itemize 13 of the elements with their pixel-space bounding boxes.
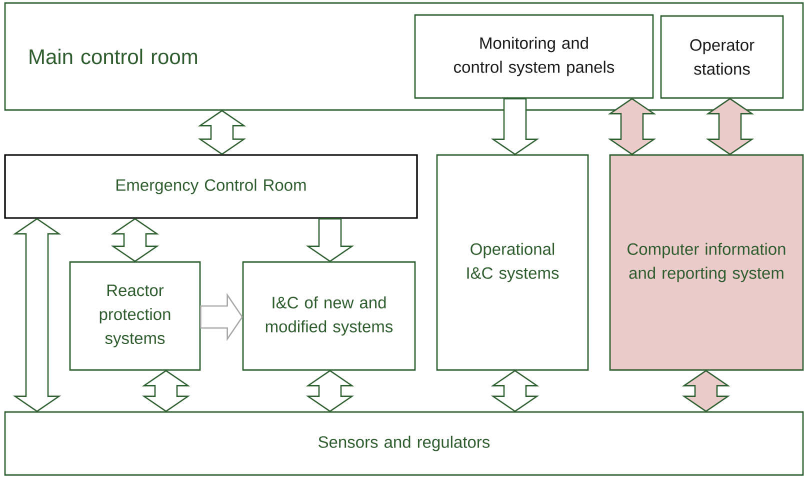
block-arrow bbox=[200, 292, 244, 342]
system-box: Reactor protection systems bbox=[69, 261, 201, 371]
system-box: I&C of new and modified systems bbox=[242, 261, 416, 371]
system-box: Computer information and reporting system bbox=[609, 154, 804, 371]
sensor-box: Sensors and regulators bbox=[4, 411, 804, 476]
block-arrow bbox=[110, 218, 160, 262]
block-arrow bbox=[490, 98, 540, 156]
panel-box: Monitoring and control system panels bbox=[414, 14, 654, 99]
block-arrow bbox=[12, 218, 62, 412]
system-box: Operational I&C systems bbox=[436, 154, 589, 371]
block-arrow bbox=[306, 218, 354, 262]
station-box: Operator stations bbox=[660, 15, 784, 99]
control-room-box: Emergency Control Room bbox=[4, 154, 418, 219]
